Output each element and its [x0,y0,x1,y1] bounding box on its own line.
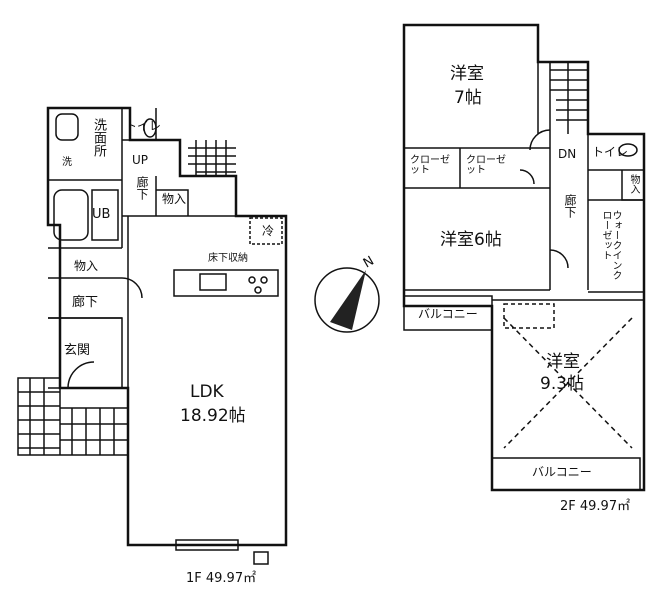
1f-wall-storage-small [156,189,189,216]
2f-storage-label: 物入 [628,174,639,194]
1f-porch-grid [60,408,128,455]
1f-hall-door-arc [121,277,143,299]
2f-outer-wall [402,23,646,492]
2f-door-room7 [529,129,551,151]
1f-stove-b [260,276,268,284]
1f-entrance-box [48,317,123,389]
1f-wash-basin [55,113,79,141]
1f-stairs [179,140,236,176]
2f-area-label: 2F 49.97㎡ [560,499,631,514]
1f-bottom-window [175,539,239,551]
1f-entrance-label: 玄関 [64,343,91,358]
compass-circle [314,267,380,333]
2f-ceiling-box [503,303,555,329]
2f-closet-b-label: クローゼット [466,155,506,176]
1f-wall-toilet [122,108,157,141]
1f-fridge-label: 冷 [262,224,275,238]
1f-wash-mark: 洗 [62,157,72,168]
1f-stove-c [254,286,262,294]
2f-walkin-label: ウォークインクローゼット [600,210,621,280]
2f-room6-label: 洋室6帖 [440,230,502,250]
1f-outdoor-unit [253,551,269,565]
2f-room93-size: 9.3帖 [540,374,585,394]
1f-bathtub [53,189,89,241]
2f-balcony-small-label: バルコニー [418,307,478,321]
2f-ceiling-x [503,317,633,449]
1f-entrance-door-arc [67,361,95,389]
1f-fridge-box [249,217,283,245]
2f-stairs [537,62,588,134]
2f-room7-name: 洋室 [450,64,484,84]
1f-outer-wall [46,106,288,547]
2f-balcony-large-label: バルコニー [532,465,592,479]
2f-hall-label: 廊下 [563,194,577,218]
1f-stove-a [248,276,256,284]
1f-washroom-label: 洗面所 [91,118,106,157]
2f-toilet-fixture [618,143,638,157]
1f-porch [17,377,129,456]
2f-balcony-small [403,295,493,331]
compass-needle [330,270,366,330]
1f-bath-label: UB [92,207,111,222]
2f-wall-walkin [588,199,645,293]
1f-kitchen-counter [173,269,279,297]
compass [314,267,380,333]
1f-bath-floor [91,189,119,241]
1f-sink [199,273,227,291]
1f-storage-upper-label: 物入 [162,192,187,206]
1f-ldk-size: 18.92帖 [180,406,246,426]
2f-toilet-label: トイレ [592,145,629,159]
1f-hall-upper-label: 廊下 [135,176,149,200]
2f-door-room6 [549,249,569,269]
2f-balcony-large [492,457,641,490]
1f-floor-storage-label: 床下収納 [208,253,248,264]
2f-room7-size: 7帖 [454,88,482,108]
1f-toilet-fixture [143,118,157,138]
1f-ldk-name: LDK [190,382,224,402]
1f-up-label: UP [132,153,149,167]
2f-room93-name: 洋室 [546,352,580,372]
1f-toilet-label: トイレ [125,119,162,133]
2f-closet-a-label: クローゼット [410,155,450,176]
1f-hall-left-label: 廊下 [72,295,99,310]
1f-storage-left-label: 物入 [74,259,99,273]
2f-dn-label: DN [558,147,577,161]
2f-door-closet [519,169,535,185]
1f-area-label: 1F 49.97㎡ [186,571,257,586]
